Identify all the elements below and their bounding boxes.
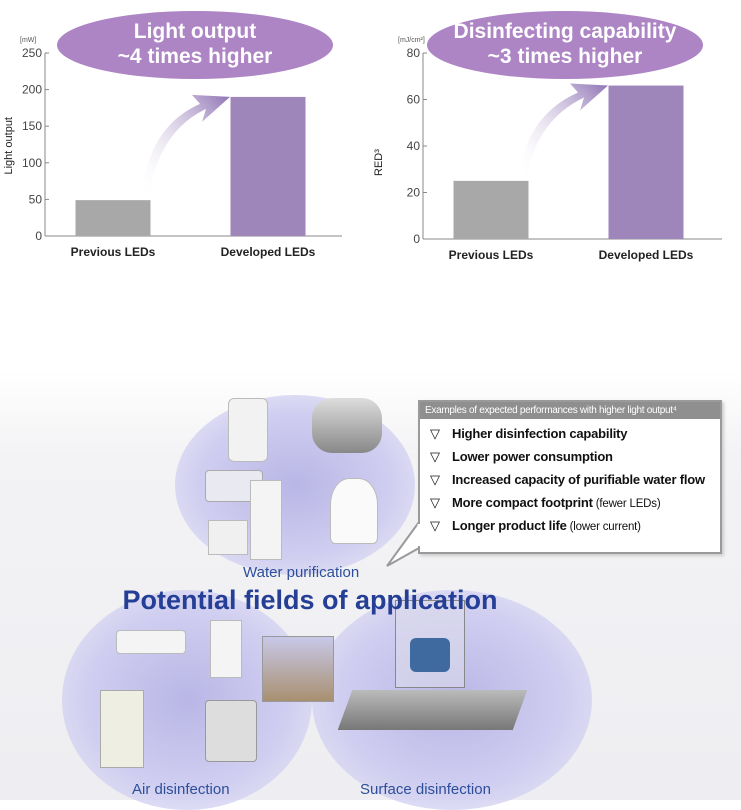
y-unit-label: [mJ/cm²]: [398, 37, 425, 44]
item-main: More compact footprint: [452, 495, 593, 510]
triangle-marker-icon: ▽: [430, 426, 440, 441]
title-line-2: ~4 times higher: [118, 45, 273, 68]
item-main: Higher disinfection capability: [452, 426, 628, 441]
y-tick-label: 60: [407, 93, 421, 107]
title-line-1: Disinfecting capability: [454, 20, 677, 43]
x-tick-label: Developed LEDs: [599, 248, 694, 262]
y-tick-label: 100: [22, 156, 42, 170]
water-heater-icon: [250, 480, 282, 560]
water-purification-label: Water purification: [243, 564, 360, 581]
trash-bin-icon: [100, 690, 144, 768]
performance-list: ▽ Higher disinfection capability ▽ Lower po…: [420, 419, 720, 538]
y-tick-label: 150: [22, 119, 42, 133]
callout-pointer: [386, 520, 421, 567]
y-tick-label: 20: [407, 186, 421, 200]
performance-item: ▽ Lower power consumption: [430, 446, 720, 469]
conveyor-icon: [337, 690, 528, 730]
bar-developed: [608, 85, 684, 239]
triangle-marker-icon: ▽: [430, 449, 440, 464]
chart-light-output: 0 50 100 150 200 250 [mW] Light outputPrevious …: [3, 11, 342, 259]
triangle-marker-icon: ▽: [430, 472, 440, 487]
bar-previous: [453, 180, 529, 239]
bar-previous: [75, 200, 151, 236]
surface-disinfection-label: Surface disinfection: [360, 781, 491, 798]
item-main: Increased capacity of purifiable water f…: [452, 472, 705, 487]
item-note: (fewer LEDs): [592, 498, 661, 510]
handbag-icon: [410, 638, 450, 672]
outdoor-unit-icon: [208, 520, 248, 555]
chart-disinfecting-capability: 0 20 40 60 80 [mJ/cm²] RED³ Previous LEDs Develo…: [373, 11, 722, 262]
increase-arrow-icon: [519, 83, 608, 178]
performance-item: ▽ More compact footprint (fewer LEDs): [430, 492, 720, 515]
air-conditioner-icon: [116, 630, 186, 654]
bar-developed: [230, 96, 306, 236]
performance-item: ▽ Increased capacity of purifiable water …: [430, 469, 720, 492]
performance-callout: Examples of expected performances with h…: [418, 400, 722, 554]
y-tick-label: 40: [407, 139, 421, 153]
y-axis-label: RED³: [373, 149, 385, 176]
title-bubble: [57, 11, 333, 79]
ventilation-unit-icon: [205, 700, 257, 762]
title-bubble: [427, 11, 703, 79]
y-unit-label: [mW]: [20, 37, 36, 44]
performance-item: ▽ Longer product life (lower current): [430, 515, 720, 538]
increase-arrow-icon: [141, 94, 230, 198]
item-main: Longer product life: [452, 518, 567, 533]
air-purifier-icon: [210, 620, 242, 678]
y-axis-label: Light output: [3, 117, 15, 175]
triangle-marker-icon: ▽: [430, 518, 440, 533]
section-title: Potential fields of application: [122, 585, 498, 615]
y-tick-label: 200: [22, 83, 42, 97]
callout-header: Examples of expected performances with h…: [420, 402, 720, 419]
y-tick-label: 250: [22, 46, 42, 60]
x-tick-label: Previous LEDs: [71, 245, 156, 259]
car-interior-icon: [262, 636, 334, 702]
title-line-2: ~3 times higher: [488, 45, 643, 68]
toilet-icon: [330, 478, 378, 544]
water-dispenser-icon: [228, 398, 268, 462]
x-tick-label: Developed LEDs: [221, 245, 316, 259]
title-line-1: Light output: [134, 20, 256, 43]
item-note: (lower current): [566, 521, 641, 533]
y-tick-label: 50: [29, 192, 43, 206]
y-tick-label: 80: [407, 46, 421, 60]
y-tick-label: 0: [35, 229, 42, 243]
water-treatment-unit-icon: [312, 398, 382, 453]
item-main: Lower power consumption: [452, 449, 613, 464]
performance-item: ▽ Higher disinfection capability: [430, 423, 720, 446]
y-tick-label: 0: [413, 232, 420, 246]
x-tick-label: Previous LEDs: [449, 248, 534, 262]
triangle-marker-icon: ▽: [430, 495, 440, 510]
air-disinfection-label: Air disinfection: [132, 781, 230, 798]
